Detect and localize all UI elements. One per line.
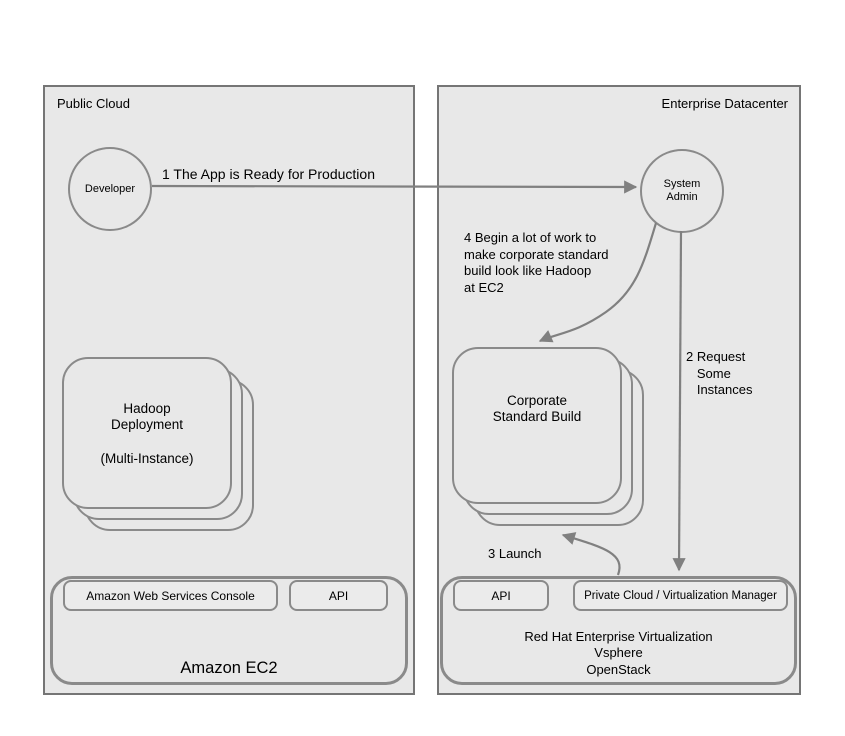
developer-actor-label: Developer bbox=[84, 182, 136, 195]
aws-api-button: API bbox=[289, 580, 388, 611]
amazon-ec2-label: Amazon EC2 bbox=[180, 659, 278, 677]
aws-api-button-label: API bbox=[328, 588, 349, 603]
aws-console-button: Amazon Web Services Console bbox=[63, 580, 278, 611]
system-admin-actor-label: System Admin bbox=[663, 178, 701, 203]
system-admin-actor: System Admin bbox=[640, 149, 724, 233]
private-cloud-container: API Private Cloud / Virtualization Manag… bbox=[440, 576, 797, 685]
virtualization-manager-button: Private Cloud / Virtualization Manager bbox=[573, 580, 788, 611]
hadoop-deployment-node: Hadoop Deployment (Multi-Instance) bbox=[62, 357, 232, 509]
private-cloud-api-button: API bbox=[453, 580, 549, 611]
enterprise-datacenter-title: Enterprise Datacenter bbox=[661, 96, 788, 111]
aws-console-button-label: Amazon Web Services Console bbox=[86, 588, 255, 603]
step1-label: 1 The App is Ready for Production bbox=[162, 166, 375, 182]
private-cloud-platforms-label: Red Hat Enterprise Virtualization Vspher… bbox=[524, 628, 713, 677]
hadoop-node-title: Hadoop Deployment bbox=[110, 401, 184, 432]
step2-label: 2 Request Some Instances bbox=[686, 349, 753, 397]
developer-actor: Developer bbox=[68, 147, 152, 231]
public-cloud-title: Public Cloud bbox=[57, 96, 130, 111]
corporate-standard-build-node: Corporate Standard Build bbox=[452, 347, 622, 504]
step4-label: 4 Begin a lot of work to make corporate … bbox=[464, 230, 609, 295]
amazon-ec2-container: Amazon Web Services Console API Amazon E… bbox=[50, 576, 408, 685]
step3-label: 3 Launch bbox=[488, 546, 542, 561]
private-cloud-api-button-label: API bbox=[491, 588, 511, 603]
virtualization-manager-button-label: Private Cloud / Virtualization Manager bbox=[584, 589, 777, 602]
corporate-node-title: Corporate Standard Build bbox=[492, 393, 582, 424]
hadoop-node-subtitle: (Multi-Instance) bbox=[100, 451, 194, 466]
